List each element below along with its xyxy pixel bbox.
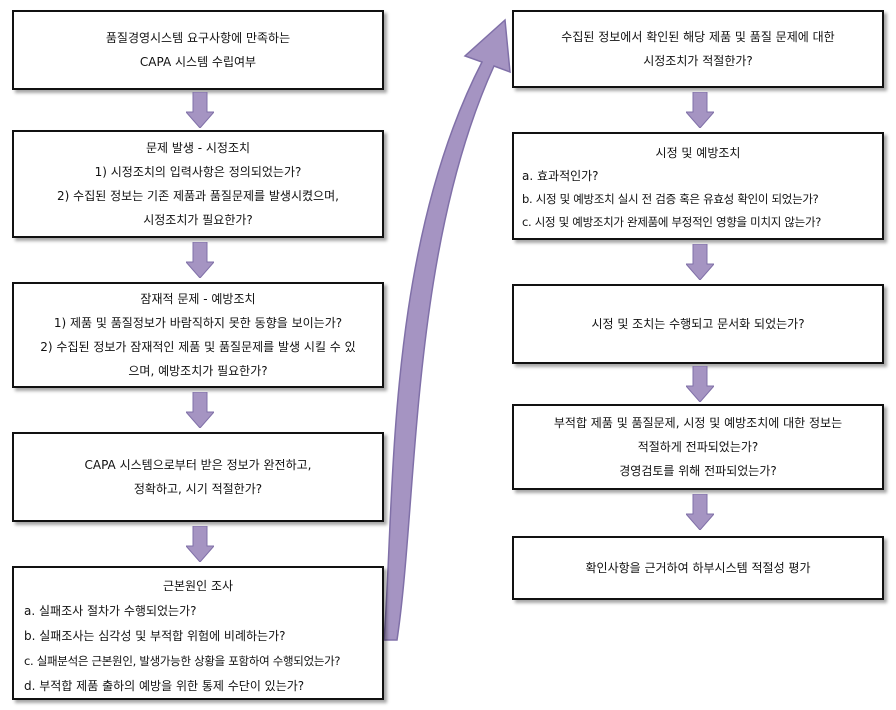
box-line: CAPA 시스템 수립여부 <box>139 55 257 69</box>
down-arrow <box>186 526 214 562</box>
box-documented: 시정 및 조치는 수행되고 문서화 되었는가? <box>512 284 884 364</box>
box-capa-info: CAPA 시스템으로부터 받은 정보가 완전하고, 정확하고, 시기 적절한가? <box>12 432 384 522</box>
box-line: 경영검토를 위해 전파되었는가? <box>619 464 777 478</box>
box-line: 시정 및 조치는 수행되고 문서화 되었는가? <box>591 317 805 331</box>
box-corrective-preventive: 시정 및 예방조치 a. 효과적인가? b. 시정 및 예방조치 실시 전 검증… <box>512 132 884 240</box>
box-line: 시정조치가 적절한가? <box>643 54 753 68</box>
down-arrow <box>186 92 214 128</box>
down-arrow <box>186 392 214 428</box>
box-title: 시정 및 예방조치 <box>655 146 741 160</box>
box-item: b. 시정 및 예방조치 실시 전 검증 혹은 유효성 확인이 되었는가? <box>522 192 819 206</box>
box-capa-system: 품질경영시스템 요구사항에 만족하는 CAPA 시스템 수립여부 <box>12 10 384 90</box>
box-line: 시정조치가 필요한가? <box>143 213 253 227</box>
down-arrow <box>186 242 214 278</box>
box-line: 2) 수집된 정보는 기존 제품과 품질문제를 발생시켰으며, <box>57 189 339 203</box>
box-corrective-adequacy: 수집된 정보에서 확인된 해당 제품 및 품질 문제에 대한 시정조치가 적절한… <box>512 10 884 88</box>
box-item: a. 실패조사 절차가 수행되었는가? <box>24 604 197 618</box>
box-line: 으며, 예방조치가 필요한가? <box>128 364 268 378</box>
box-root-cause: 근본원인 조사 a. 실패조사 절차가 수행되었는가? b. 실패조사는 심각성… <box>12 566 384 700</box>
box-line: CAPA 시스템으로부터 받은 정보가 완전하고, <box>84 458 312 472</box>
box-line: 2) 수집된 정보가 잠재적인 제품 및 품질문제를 발생 시킬 수 있 <box>40 340 356 354</box>
box-line: 정확하고, 시기 적절한가? <box>133 482 263 496</box>
down-arrow <box>686 244 714 280</box>
box-item: c. 실패분석은 근본원인, 발생가능한 상황을 포함하여 수행되었는가? <box>24 654 341 668</box>
down-arrow <box>686 494 714 530</box>
box-title: 문제 발생 - 시정조치 <box>145 141 251 155</box>
box-corrective-action: 문제 발생 - 시정조치 1) 시정조치의 입력사항은 정의되었는가? 2) 수… <box>12 130 384 238</box>
box-item: c. 시정 및 예방조치가 완제품에 부정적인 영향을 미치지 않는가? <box>522 215 822 229</box>
box-subsystem-evaluation: 확인사항을 근거하여 하부시스템 적절성 평가 <box>512 536 884 600</box>
box-dissemination: 부적합 제품 및 품질문제, 시정 및 예방조치에 대한 정보는 적절하게 전파… <box>512 404 884 490</box>
box-line: 품질경영시스템 요구사항에 만족하는 <box>105 31 291 45</box>
box-line: 부적합 제품 및 품질문제, 시정 및 예방조치에 대한 정보는 <box>553 416 843 430</box>
box-item: a. 효과적인가? <box>522 169 599 183</box>
down-arrow <box>686 366 714 402</box>
box-line: 수집된 정보에서 확인된 해당 제품 및 품질 문제에 대한 <box>561 30 835 44</box>
box-line: 적절하게 전파되었는가? <box>637 440 759 454</box>
box-line: 1) 시정조치의 입력사항은 정의되었는가? <box>94 165 302 179</box>
box-title: 근본원인 조사 <box>162 579 234 593</box>
box-preventive-action: 잠재적 문제 - 예방조치 1) 제품 및 품질정보가 바람직하지 못한 동향을… <box>12 282 384 388</box>
box-line: 1) 제품 및 품질정보가 바람직하지 못한 동향을 보이는가? <box>53 316 343 330</box>
box-line: 확인사항을 근거하여 하부시스템 적절성 평가 <box>585 561 811 575</box>
box-item: d. 부적합 제품 출하의 예방을 위한 통제 수단이 있는가? <box>24 679 305 693</box>
box-title: 잠재적 문제 - 예방조치 <box>140 292 256 306</box>
down-arrow <box>686 92 714 128</box>
box-item: b. 실패조사는 심각성 및 부적합 위험에 비례하는가? <box>24 629 286 643</box>
